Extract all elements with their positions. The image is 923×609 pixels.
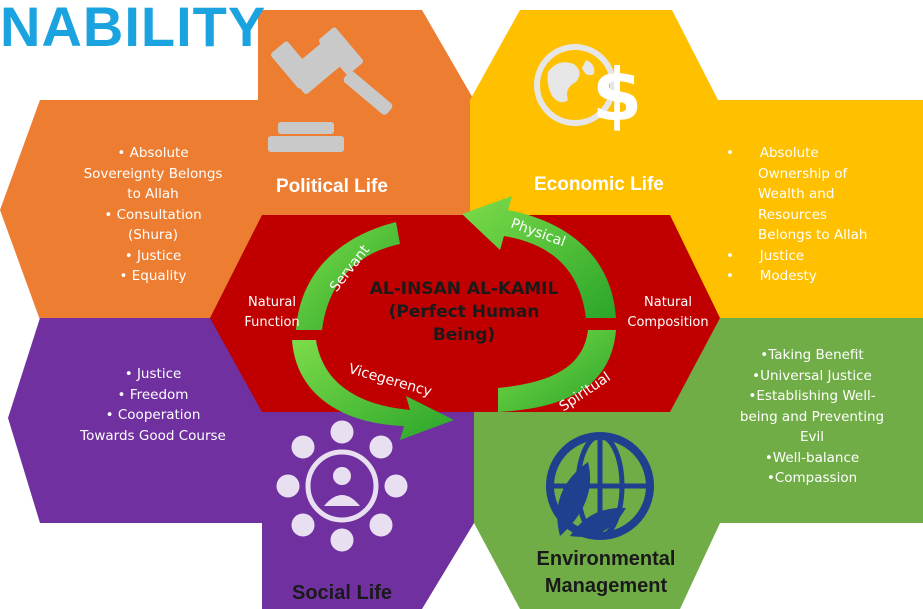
environmental-title: Environmental Management [526, 548, 686, 598]
arrow-servant [296, 222, 400, 330]
natural-function-line2: Function [244, 315, 300, 330]
svg-text:$: $ [592, 53, 642, 137]
political-title: Political Life [276, 176, 388, 197]
list-item: • Justice [124, 247, 182, 264]
list-item: • Absolute Ownership of Wealth and Resou… [726, 145, 868, 243]
environmental-list: •Taking Benefit •Universal Justice •Esta… [732, 345, 892, 489]
natural-function-label: Natural Function [236, 293, 308, 333]
political-list: • Absolute Sovereignty Belongs to Allah … [78, 143, 228, 287]
list-item: • Equality [119, 268, 187, 284]
arrow-vicegerency [292, 340, 454, 440]
list-item: • Cooperation Towards Good Course [80, 407, 226, 444]
social-list: • Justice • Freedom • Cooperation Toward… [78, 364, 228, 446]
center-title-line3: Being) [432, 325, 496, 345]
list-item: •Compassion [766, 470, 858, 486]
list-item: •Well-balance [764, 449, 860, 466]
natural-composition-line2: Composition [627, 315, 709, 330]
globe-dollar-icon: $ [534, 44, 642, 137]
social-region [8, 318, 474, 609]
list-item: •Taking Benefit [760, 347, 864, 363]
network-people-icon [276, 420, 408, 552]
natural-function-line1: Natural [248, 295, 296, 310]
page-title: NABILITY [0, 0, 267, 58]
list-item: • Modesty [726, 268, 817, 284]
list-item: • Freedom [117, 386, 189, 403]
economic-region [470, 10, 923, 318]
gavel-icon [268, 27, 393, 152]
list-item: •Establishing Well-being and Preventing … [739, 388, 885, 445]
arrow-spiritual [498, 330, 616, 412]
economic-list: • Absolute Ownership of Wealth and Resou… [726, 143, 876, 287]
cycle-arrows [292, 196, 616, 440]
center-title-line2: (Perfect Human [388, 302, 540, 322]
list-item: • Consultation (Shura) [104, 206, 202, 244]
list-item: • Justice [726, 247, 805, 264]
globe-leaf-icon [546, 432, 654, 540]
environmental-title-line2: Management [544, 575, 668, 597]
center-title: AL-INSAN AL-KAMIL (Perfect Human Being) [352, 278, 576, 347]
economic-title: Economic Life [534, 174, 664, 195]
natural-composition-line1: Natural [644, 295, 692, 310]
arrow-physical [462, 196, 616, 318]
center-title-line1: AL-INSAN AL-KAMIL [369, 279, 559, 299]
list-item: • Justice [124, 366, 182, 382]
natural-composition-label: Natural Composition [620, 293, 716, 333]
environmental-title-line1: Environmental [536, 548, 676, 570]
list-item: •Universal Justice [752, 367, 872, 384]
list-item: • Absolute Sovereignty Belongs to Allah [83, 145, 223, 202]
social-title: Social Life [292, 582, 393, 604]
